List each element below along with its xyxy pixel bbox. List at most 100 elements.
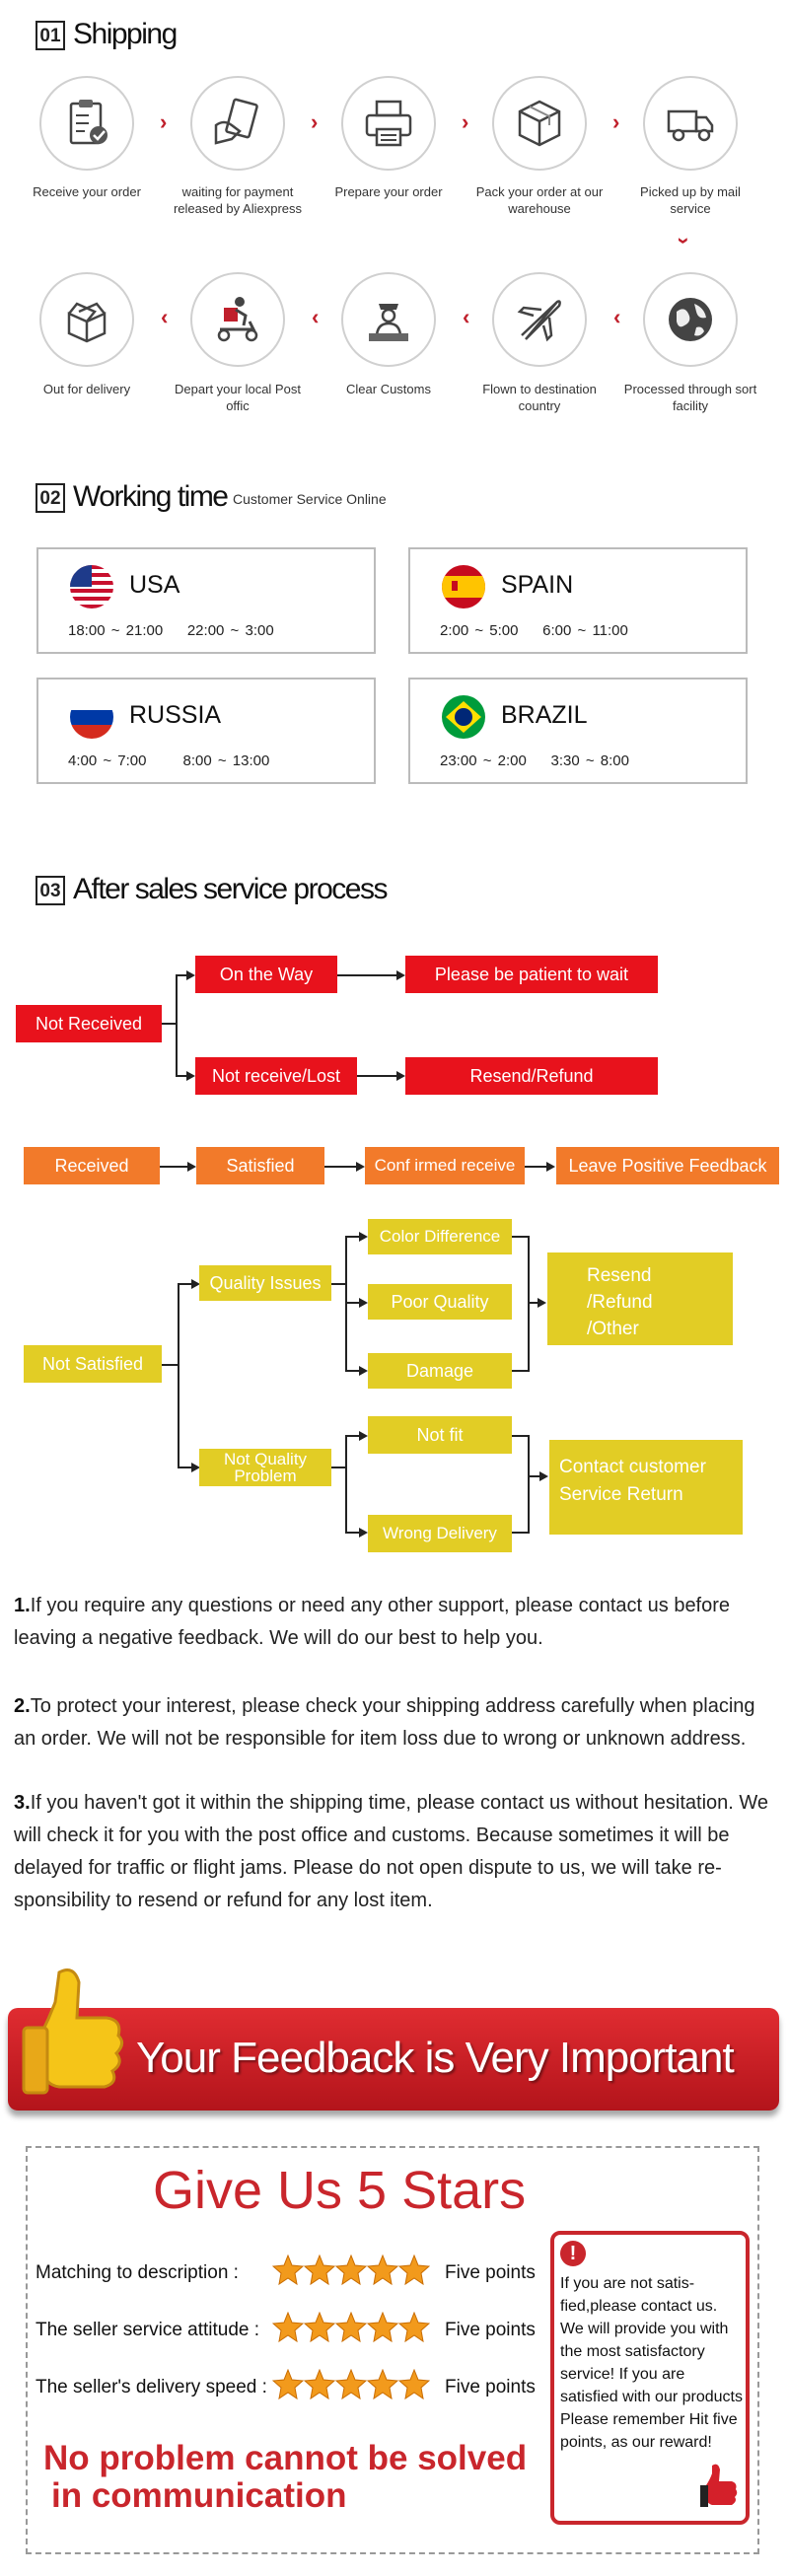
side-note-text: If you are not satis-fied,please contact… [560, 2275, 743, 2451]
connector [162, 1023, 176, 1025]
brazil-flag-icon [442, 695, 485, 739]
resend-refund-box: Resend/Refund [405, 1057, 658, 1095]
star-icons [272, 2254, 430, 2286]
connector [345, 1532, 359, 1534]
arrow-icon [396, 1071, 405, 1081]
truck-icon [667, 109, 714, 142]
step-out-for-delivery [39, 272, 134, 367]
connector [345, 1302, 359, 1304]
step-prepare [341, 76, 436, 171]
step-payment [190, 76, 285, 171]
step-label: Picked up by mail service [640, 184, 741, 216]
section-number-working: 02 [36, 483, 65, 513]
connector [512, 1435, 528, 1437]
connector [512, 1370, 528, 1372]
connector [528, 1435, 530, 1534]
connector [528, 1302, 538, 1304]
open-box-icon [67, 302, 107, 343]
rating-panel [26, 2146, 759, 2554]
connector [176, 974, 186, 976]
arrow-icon [186, 1071, 195, 1081]
no-problem-text: No problem cannot be solved in communica… [43, 2439, 528, 2515]
rating-value: Five points [445, 2320, 536, 2340]
quality-issues-box: Quality Issues [199, 1265, 331, 1301]
connector [512, 1236, 528, 1238]
working-hours: 4:00 ~ 7:00 8:00 ~ 13:00 [68, 752, 270, 769]
be-patient-box: Please be patient to wait [405, 956, 658, 993]
step-label: Out for delivery [42, 382, 131, 396]
step-pack [492, 76, 587, 171]
five-stars [272, 2254, 430, 2291]
not-satisfied-box: Not Satisfied [24, 1345, 162, 1383]
shipping-title: Shipping [73, 18, 178, 50]
note-3: 3.If you haven't got it within the shipp… [14, 1792, 769, 1911]
chevron-right-icon: › [311, 109, 319, 134]
chevron-left-icon: › [613, 308, 621, 332]
confirmed-receive-box: Conf irmed receive [365, 1147, 525, 1184]
card-hand-icon [214, 98, 258, 145]
chevron-right-icon: › [462, 109, 469, 134]
step-flown [492, 272, 587, 367]
connector [512, 1532, 528, 1534]
connector [345, 1435, 347, 1534]
step-label: Pack your order at our warehouse [475, 184, 604, 216]
chevron-left-icon: › [161, 308, 169, 332]
customs-officer-icon [369, 304, 408, 341]
arrow-icon [186, 970, 195, 980]
not-fit-box: Not fit [368, 1416, 512, 1454]
courier-scooter-icon [217, 297, 258, 342]
arrow-icon [356, 1162, 365, 1172]
step-label: Processed through sort facility [623, 382, 757, 413]
working-card-russia: RUSSIA 4:00 ~ 7:00 8:00 ~ 13:00 [36, 678, 376, 784]
connector [324, 1166, 356, 1168]
step-receive-order [39, 76, 134, 171]
connector [525, 1166, 546, 1168]
arrow-icon [539, 1471, 548, 1481]
resend-refund-other-box: Resend /Refund /Other [547, 1252, 733, 1345]
connector [178, 1283, 191, 1285]
connector [176, 974, 178, 1077]
rating-label: Matching to description : [36, 2262, 239, 2283]
contact-service-box: Contact customer Service Return [549, 1440, 743, 1535]
arrow-icon [187, 1162, 196, 1172]
leave-feedback-box: Leave Positive Feedback [556, 1147, 779, 1184]
banner-text: Your Feedback is Very Important [136, 2034, 735, 2082]
country-name: RUSSIA [129, 701, 222, 729]
connector [331, 1283, 345, 1285]
connector [357, 1075, 396, 1077]
aftersales-title: After sales service process [73, 873, 388, 905]
on-the-way-box: On the Way [195, 956, 337, 993]
working-hours: 2:00 ~ 5:00 6:00 ~ 11:00 [440, 622, 628, 639]
step-local-post [190, 272, 285, 367]
connector [528, 1475, 539, 1477]
chevron-right-icon: › [160, 109, 168, 134]
printer-icon [365, 100, 412, 147]
arrow-icon [546, 1162, 555, 1172]
working-card-usa: USA 18:00 ~ 21:00 22:00 ~ 3:00 [36, 547, 376, 654]
side-note-card: ! If you are not satis-fied,please conta… [550, 2231, 750, 2525]
step-picked-up [643, 76, 738, 171]
clipboard-icon [69, 100, 108, 145]
connector [528, 1236, 530, 1372]
connector [178, 1467, 191, 1468]
spain-flag-icon [442, 565, 485, 608]
exclamation-icon: ! [560, 2241, 586, 2266]
thumbs-up-icon [700, 2462, 740, 2511]
feedback-banner: Your Feedback is Very Important [8, 2008, 779, 2111]
arrow-icon [359, 1366, 368, 1376]
step-label: Receive your order [33, 184, 141, 199]
arrow-icon [359, 1298, 368, 1308]
not-received-box: Not Received [16, 1005, 162, 1042]
satisfied-box: Satisfied [196, 1147, 324, 1184]
poor-quality-box: Poor Quality [368, 1284, 512, 1320]
step-label: Clear Customs [346, 382, 431, 396]
connector [345, 1236, 359, 1238]
usa-flag-icon [70, 565, 113, 608]
connector [337, 974, 396, 976]
working-hours: 18:00 ~ 21:00 22:00 ~ 3:00 [68, 622, 274, 639]
step-label: waiting for payment released by Aliexpre… [173, 184, 303, 216]
connector [178, 1283, 179, 1467]
five-stars [272, 2369, 430, 2405]
not-receive-lost-box: Not receive/Lost [195, 1057, 357, 1095]
not-quality-problem-box: Not Quality Problem [199, 1449, 331, 1486]
